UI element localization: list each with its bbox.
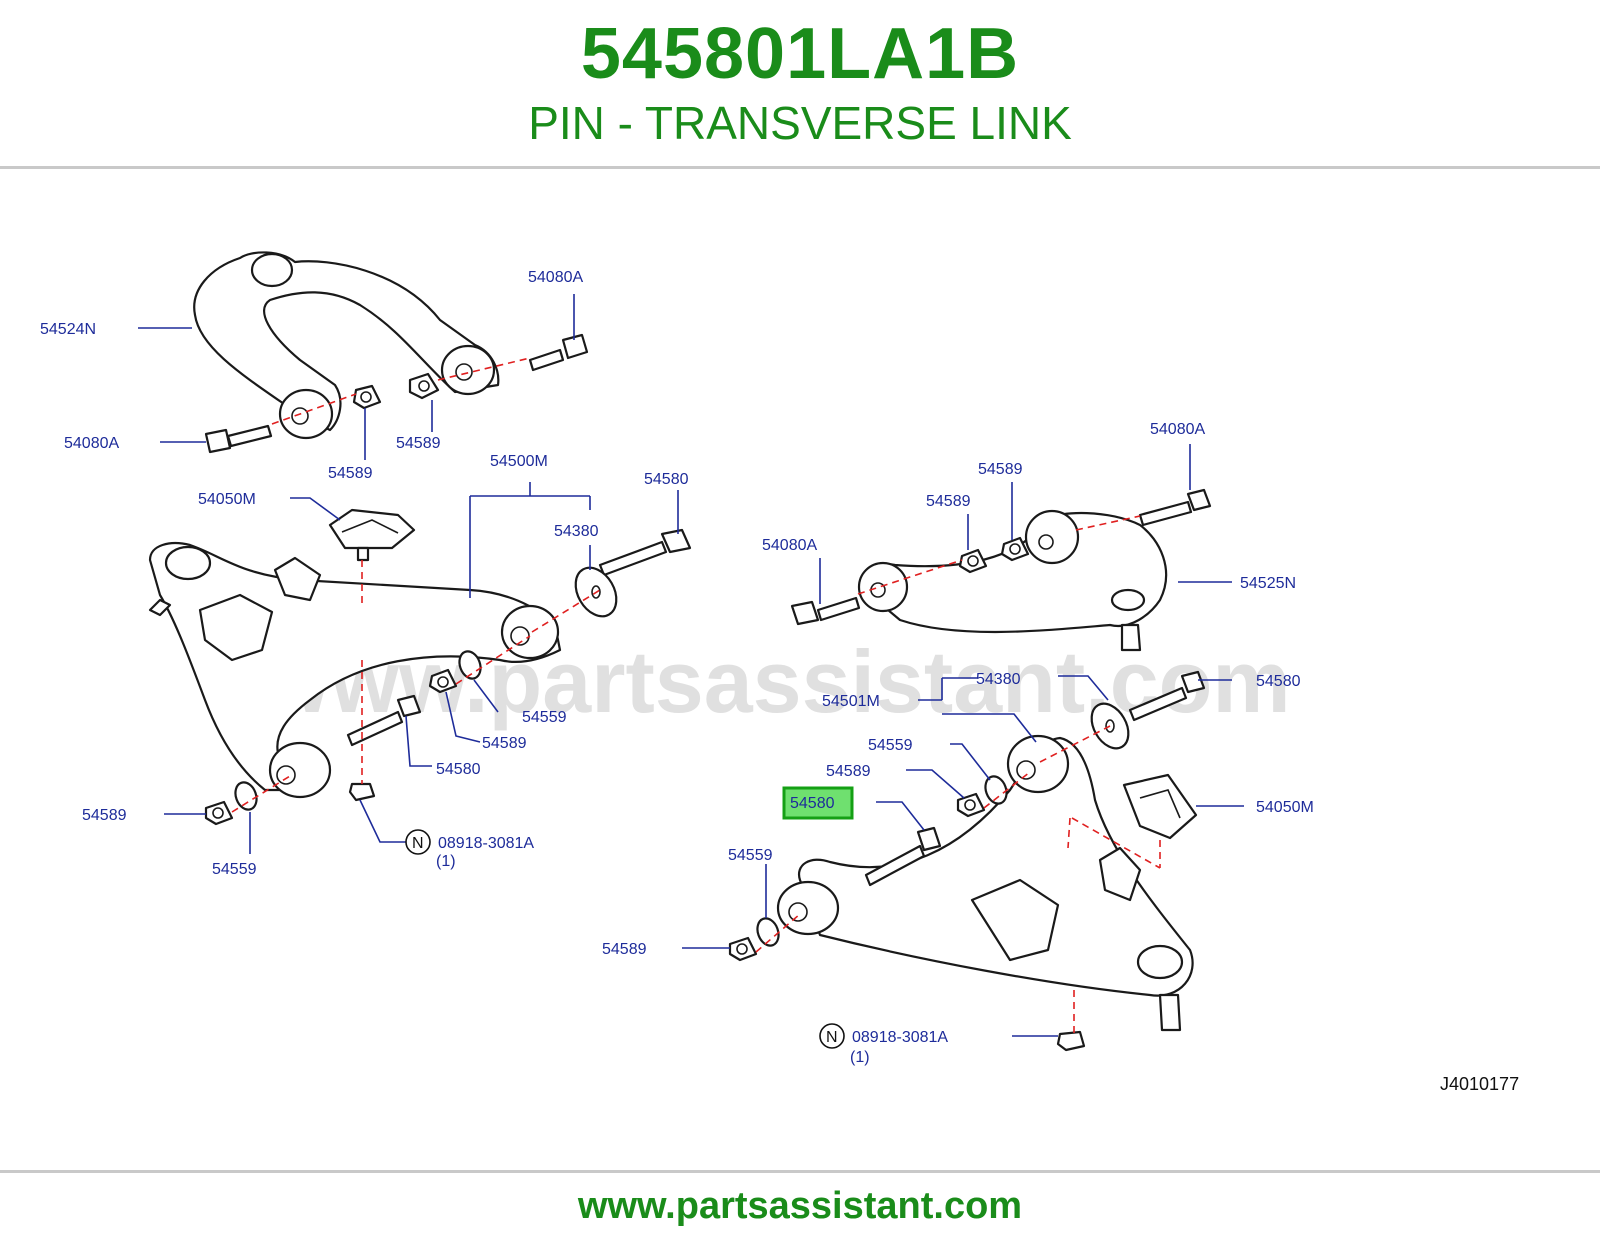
footer-divider — [0, 1170, 1600, 1173]
label-54500m[interactable]: 54500M — [490, 453, 548, 470]
label-54589-5[interactable]: 54589 — [978, 461, 1023, 478]
nut-upper-left-a[interactable] — [352, 384, 382, 410]
label-54589-7[interactable]: 54589 — [826, 763, 871, 780]
label-54050m-2[interactable]: 54050M — [1256, 799, 1314, 816]
label-54525n[interactable]: 54525N — [1240, 575, 1296, 592]
label-54380-1[interactable]: 54380 — [554, 523, 599, 540]
label-54080a-1[interactable]: 54080A — [528, 269, 583, 286]
nut-upper-left-b[interactable] — [408, 372, 440, 400]
label-54589-6[interactable]: 54589 — [926, 493, 971, 510]
part-number-title: 545801LA1B — [580, 14, 1020, 94]
part-labels: 54524N 54080A 54080A 54589 54589 54500M … — [40, 269, 1314, 1066]
header-divider — [0, 166, 1600, 169]
washer-lower-left-b[interactable] — [456, 648, 484, 681]
label-54380-2[interactable]: 54380 — [976, 671, 1021, 688]
upper-arm-right[interactable] — [857, 509, 1168, 652]
label-08918-3081a-2[interactable]: 08918-3081A — [852, 1029, 948, 1046]
nut-n-right[interactable] — [1056, 1030, 1086, 1052]
label-54589-3[interactable]: 54589 — [482, 735, 527, 752]
label-54080a-4[interactable]: 54080A — [762, 537, 817, 554]
label-54050m-1[interactable]: 54050M — [198, 491, 256, 508]
washer-lower-right-c[interactable] — [754, 915, 782, 948]
lower-arm-left[interactable] — [148, 542, 562, 799]
bolt-upper-right-b[interactable] — [1138, 488, 1212, 527]
bump-stopper-right[interactable] — [1122, 773, 1198, 840]
label-54589-1[interactable]: 54589 — [328, 465, 373, 482]
upper-arm-left[interactable] — [193, 251, 500, 440]
label-54524n[interactable]: 54524N — [40, 321, 96, 338]
bolt-upper-left-b[interactable] — [204, 424, 273, 454]
label-54580-highlighted[interactable]: 54580 — [790, 795, 835, 812]
label-54559-3[interactable]: 54559 — [868, 737, 913, 754]
bolt-lower-left-a[interactable] — [598, 528, 692, 577]
label-54580-1[interactable]: 54580 — [644, 471, 689, 488]
bolt-upper-right-a[interactable] — [790, 596, 861, 626]
nut-lower-left-b[interactable] — [204, 800, 234, 826]
part-name-subtitle: PIN - TRANSVERSE LINK — [528, 97, 1072, 149]
label-54580-3[interactable]: 54580 — [1256, 673, 1301, 690]
label-54580-2[interactable]: 54580 — [436, 761, 481, 778]
footer-url[interactable]: www.partsassistant.com — [577, 1185, 1023, 1227]
nut-symbol-letter: N — [826, 1029, 838, 1046]
bump-stopper-left[interactable] — [328, 508, 416, 562]
label-54589-8[interactable]: 54589 — [602, 941, 647, 958]
nut-n-left[interactable] — [348, 782, 376, 802]
bolt-upper-left-a[interactable] — [528, 333, 589, 372]
leader-lines — [138, 294, 1244, 1037]
highlight-box[interactable] — [782, 786, 854, 820]
nut-symbol-right: N — [819, 1023, 845, 1049]
nut-lower-right-a[interactable] — [956, 792, 986, 818]
label-54559-2[interactable]: 54559 — [212, 861, 257, 878]
washer-lower-right-b[interactable] — [982, 773, 1010, 806]
label-54501m[interactable]: 54501M — [822, 693, 880, 710]
label-qty-2: (1) — [850, 1049, 870, 1066]
label-qty-1: (1) — [436, 853, 456, 870]
nut-upper-right-b[interactable] — [1000, 536, 1030, 562]
bolt-lower-right-b[interactable] — [864, 826, 942, 887]
washer-lower-left-c[interactable] — [232, 779, 260, 812]
label-54559-4[interactable]: 54559 — [728, 847, 773, 864]
page-header: 545801LA1B PIN - TRANSVERSE LINK — [0, 0, 1600, 166]
label-54080a-2[interactable]: 54080A — [64, 435, 119, 452]
nut-upper-right-a[interactable] — [958, 548, 988, 574]
label-54559-1[interactable]: 54559 — [522, 709, 567, 726]
label-54080a-3[interactable]: 54080A — [1150, 421, 1205, 438]
nut-symbol-letter: N — [412, 835, 424, 852]
bolt-lower-right-a[interactable] — [1128, 670, 1206, 722]
diagram-ref-code: J4010177 — [1440, 1074, 1519, 1094]
nut-symbol-left: N — [405, 829, 431, 855]
label-08918-3081a-1[interactable]: 08918-3081A — [438, 835, 534, 852]
nut-lower-right-b[interactable] — [728, 936, 758, 962]
lower-arm-right[interactable] — [776, 734, 1194, 1032]
label-54589-2[interactable]: 54589 — [396, 435, 441, 452]
label-54589-4[interactable]: 54589 — [82, 807, 127, 824]
nut-lower-left-a[interactable] — [428, 668, 458, 694]
